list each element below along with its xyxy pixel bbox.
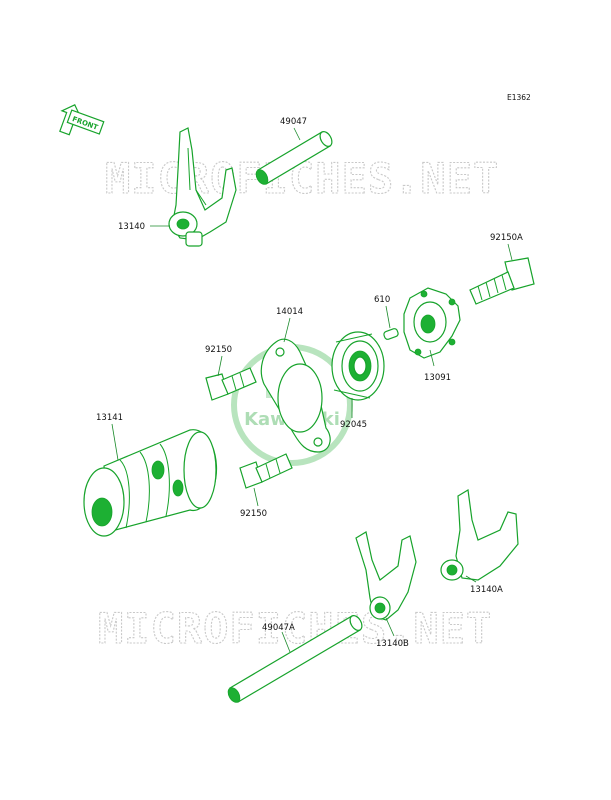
shift-drum-13141 xyxy=(83,429,218,537)
label-92045: 92045 xyxy=(340,420,367,430)
front-arrow-icon: FRONT xyxy=(59,104,105,136)
label-13140b: 13140B xyxy=(376,639,409,649)
shift-rod-49047 xyxy=(255,131,333,185)
shift-fork-13140b xyxy=(355,531,417,621)
label-92150a: 92150A xyxy=(490,233,523,243)
diagram-ref-code: E1362 xyxy=(507,93,531,102)
label-14014: 14014 xyxy=(276,307,303,317)
plate-14014 xyxy=(260,338,331,453)
label-92150-lower: 92150 xyxy=(240,509,267,519)
bolt-92150a xyxy=(469,257,535,305)
label-49047a: 49047A xyxy=(262,623,295,633)
shift-rod-49047a xyxy=(227,615,363,703)
leader-lines xyxy=(111,127,513,653)
watermark-bottom: MICROFICHES.NET xyxy=(98,604,492,653)
label-13091: 13091 xyxy=(424,373,451,383)
label-13140a: 13140A xyxy=(470,585,503,595)
shift-fork-13140a xyxy=(440,489,519,581)
label-13140: 13140 xyxy=(118,222,145,232)
bolt-92150-lower xyxy=(239,453,293,489)
bearing-92045 xyxy=(331,331,385,401)
label-13141: 13141 xyxy=(96,413,123,423)
shift-fork-13140 xyxy=(168,127,237,247)
pin-610 xyxy=(383,328,399,340)
label-92150-upper: 92150 xyxy=(205,345,232,355)
shift-cam-13091 xyxy=(403,287,461,359)
label-610: 610 xyxy=(374,295,390,305)
label-49047: 49047 xyxy=(280,117,307,127)
bolt-92150-upper xyxy=(205,367,257,401)
